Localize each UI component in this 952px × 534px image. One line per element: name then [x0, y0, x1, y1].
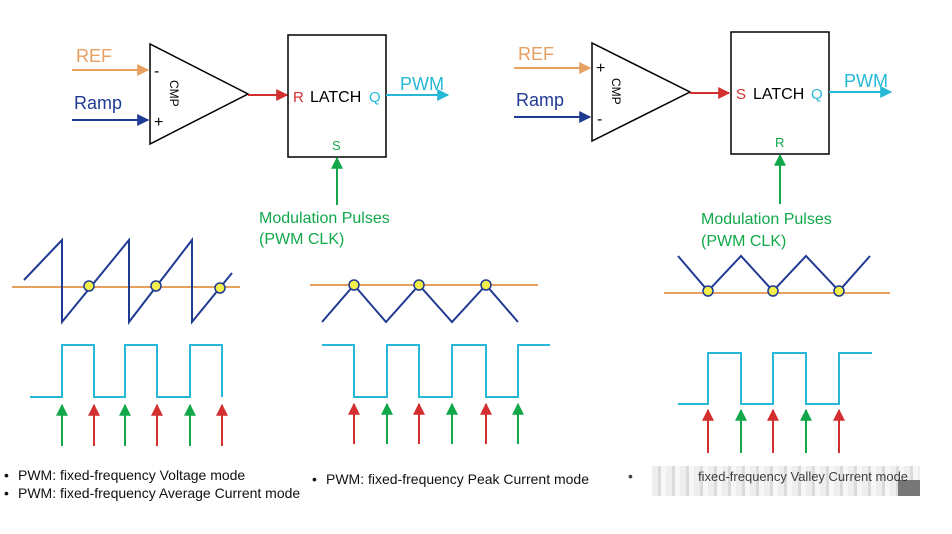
latch-title: LATCH	[310, 89, 361, 106]
watermark-overlay	[652, 466, 920, 496]
latch-reset-pin: R	[293, 89, 304, 106]
caption-peak-current-mode: • PWM: fixed-frequency Peak Current mode	[312, 471, 589, 487]
latch-set-pin: S	[736, 86, 746, 103]
latch-box	[730, 31, 830, 155]
pwm-waveform	[322, 344, 550, 398]
comparator-symbol	[149, 42, 250, 146]
modulation-label-line1: Modulation Pulses	[259, 210, 390, 227]
sawtooth-ramp	[23, 237, 233, 325]
crossing-point	[833, 285, 845, 297]
latch-box	[287, 34, 387, 158]
comparator-label: CMP	[609, 78, 623, 105]
latch-title: LATCH	[753, 86, 804, 103]
caption-text: PWM: fixed-frequency Peak Current mode	[326, 471, 589, 487]
modulation-label-line1: Modulation Pulses	[701, 211, 832, 228]
modulation-label-line2: (PWM CLK)	[259, 231, 344, 248]
pwm-waveform	[678, 352, 872, 405]
bullet-dot: •	[628, 468, 633, 484]
comparator-plus: +	[154, 114, 163, 131]
right-block-diagram: REF Ramp + - CMP S LATCH Q R PWM Modulat…	[514, 31, 893, 250]
watermark-block	[898, 480, 920, 496]
crossing-point	[214, 282, 226, 294]
bullet-dot: •	[4, 467, 9, 483]
crossing-point	[83, 280, 95, 292]
crossing-point	[480, 279, 492, 291]
latch-reset-pin: R	[775, 135, 784, 150]
latch-set-pin: S	[332, 138, 341, 153]
comparator-symbol	[591, 41, 692, 143]
pwm-output-label: PWM	[400, 74, 444, 94]
pwm-output-label: PWM	[844, 71, 888, 91]
pwm-waveform	[30, 344, 223, 398]
latch-output-pin: Q	[811, 86, 823, 103]
ref-label: REF	[518, 44, 554, 64]
crossing-point	[413, 279, 425, 291]
caption-text: fixed-frequency Valley Current mode	[698, 469, 909, 484]
modulation-label-line2: (PWM CLK)	[701, 233, 786, 250]
latch-output-pin: Q	[369, 89, 381, 106]
bullet-dot: •	[4, 485, 9, 501]
crossing-point	[702, 285, 714, 297]
comparator-plus: +	[596, 60, 605, 77]
left-block-diagram: REF Ramp - + CMP R LATCH Q S PWM Modulat…	[72, 34, 450, 248]
ref-label: REF	[76, 46, 112, 66]
caption-valley-current-mode: • fixed-frequency Valley Current mode	[628, 468, 908, 484]
crossing-point	[767, 285, 779, 297]
comparator-minus: -	[597, 111, 602, 128]
ramp-label: Ramp	[74, 93, 122, 113]
caption-average-current-mode: • PWM: fixed-frequency Average Current mo…	[4, 485, 300, 501]
caption-voltage-mode: • PWM: fixed-frequency Voltage mode	[4, 467, 245, 483]
ramp-label: Ramp	[516, 90, 564, 110]
caption-text: PWM: fixed-frequency Voltage mode	[18, 467, 246, 483]
comparator-minus: -	[154, 63, 159, 80]
caption-text: PWM: fixed-frequency Average Current mod…	[18, 485, 301, 501]
peak-current-mode-waveforms	[310, 279, 550, 444]
crossing-point	[150, 280, 162, 292]
bullet-dot: •	[312, 471, 317, 487]
crossing-point	[348, 279, 360, 291]
valley-current-mode-waveforms	[664, 254, 890, 453]
voltage-mode-waveforms	[12, 237, 240, 446]
comparator-label: CMP	[167, 80, 181, 107]
